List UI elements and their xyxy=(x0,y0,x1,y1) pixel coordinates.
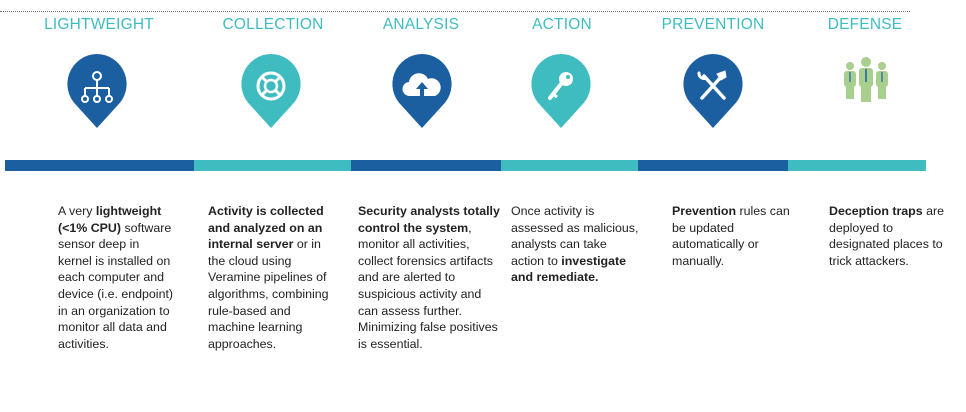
pin-lightweight xyxy=(59,52,135,132)
description-analysis: Security analysts totally control the sy… xyxy=(358,203,503,352)
pin-action xyxy=(523,52,599,132)
description-text: A very xyxy=(58,204,96,218)
description-lightweight: A very lightweight (<1% CPU) software se… xyxy=(58,203,176,352)
description-prevention: Prevention rules can be updated automati… xyxy=(672,203,798,269)
description-text: , monitor all activities, collect forens… xyxy=(358,220,498,351)
description-text: are deployed to designated places to tri… xyxy=(829,204,944,268)
pin-analysis xyxy=(384,52,460,132)
description-collection: Activity is collected and analyzed on an… xyxy=(208,203,334,352)
lifebuoy-icon xyxy=(256,71,286,101)
description-bold-text: Security analysts totally control the sy… xyxy=(358,204,500,235)
description-bold-text: lightweight (<1% CPU) xyxy=(58,204,162,235)
heading-defense: DEFENSE xyxy=(827,16,903,33)
description-bold-text: Activity is collected and analyzed on an… xyxy=(208,204,324,252)
bar-action xyxy=(501,160,638,171)
bar-defense xyxy=(788,160,926,171)
description-bold-text: Prevention xyxy=(672,204,737,218)
bar-lightweight xyxy=(5,160,194,171)
pin-prevention xyxy=(675,52,751,132)
heading-lightweight: LIGHTWEIGHT xyxy=(44,16,154,33)
hammer-wrench-icon xyxy=(697,70,727,100)
heading-action: ACTION xyxy=(532,16,592,33)
pin-collection xyxy=(233,52,309,132)
heading-prevention: PREVENTION xyxy=(661,16,765,33)
heading-collection: COLLECTION xyxy=(222,16,324,33)
top-dotted-line xyxy=(0,11,910,12)
pin-defense xyxy=(828,52,904,132)
description-text: rules can be updated automatically or ma… xyxy=(672,204,790,268)
description-defense: Deception traps are deployed to designat… xyxy=(829,203,955,269)
description-text: Once activity is assessed as malicious, … xyxy=(511,204,639,268)
key-icon xyxy=(548,72,573,100)
bar-prevention xyxy=(638,160,788,171)
bar-collection xyxy=(194,160,351,171)
description-action: Once activity is assessed as malicious, … xyxy=(511,203,639,286)
description-text: software sensor deep in kernel is instal… xyxy=(58,220,174,351)
description-bold-text: Deception traps xyxy=(829,204,923,218)
cloud-upload-icon xyxy=(402,73,441,97)
heading-analysis: ANALYSIS xyxy=(382,16,460,33)
description-text: or in the cloud using Veramine pipelines… xyxy=(208,237,329,351)
description-bold-text: investigate and remediate. xyxy=(511,253,627,285)
network-hub-icon xyxy=(81,71,113,103)
people-group-icon xyxy=(844,57,888,102)
bar-analysis xyxy=(351,160,501,171)
